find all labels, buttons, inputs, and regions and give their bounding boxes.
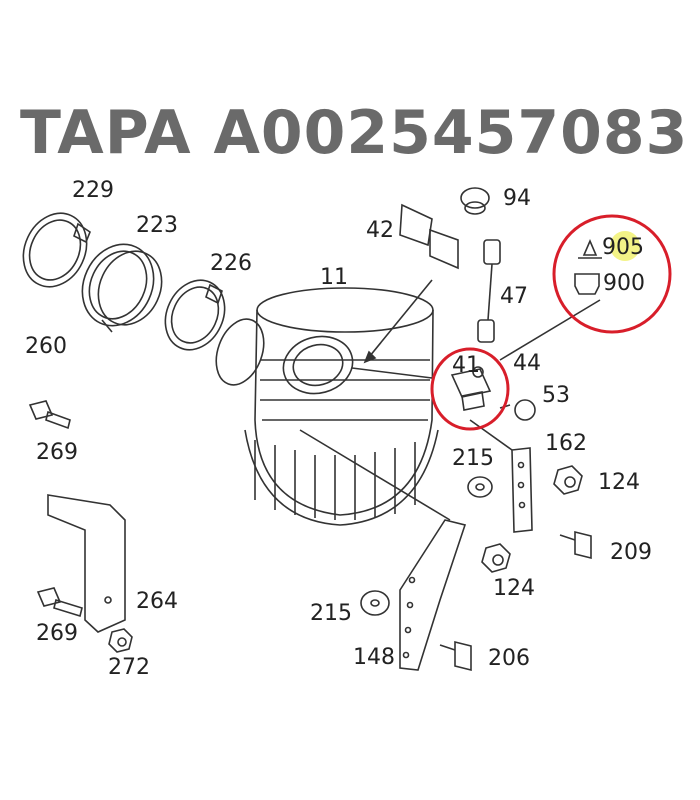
- label-905: 905: [602, 235, 644, 260]
- label-269-upper: 269: [36, 440, 78, 465]
- sleeve-223: [81, 243, 163, 333]
- label-215-upper: 215: [452, 446, 494, 471]
- highlight-circle-905-900: [552, 214, 672, 334]
- bolt-269-lower: [36, 587, 83, 618]
- label-94: 94: [503, 186, 531, 211]
- nut-124-lower: [481, 543, 511, 573]
- bracket-148: [299, 429, 467, 671]
- label-148: 148: [353, 645, 395, 670]
- label-11: 11: [320, 265, 348, 290]
- label-260: 260: [25, 334, 67, 359]
- bolt-206: [439, 640, 472, 672]
- bolt-209: [559, 530, 592, 560]
- connector-cable-47: [477, 239, 501, 343]
- label-47: 47: [500, 284, 528, 309]
- label-264: 264: [136, 589, 178, 614]
- label-41: 41: [452, 353, 480, 378]
- hose-clamp-226: [164, 279, 226, 351]
- label-162: 162: [545, 431, 587, 456]
- page-title: TAPA A0025457083: [20, 98, 689, 168]
- highlight-fill-905: [610, 231, 640, 261]
- nut-124-upper: [553, 465, 583, 495]
- label-209: 209: [610, 540, 652, 565]
- label-124-upper: 124: [598, 470, 640, 495]
- label-269-lower: 269: [36, 621, 78, 646]
- bolt-269-upper: [28, 400, 71, 430]
- label-223: 223: [136, 213, 178, 238]
- grommet-94: [460, 187, 490, 215]
- nut-272: [108, 628, 133, 653]
- label-229: 229: [72, 178, 114, 203]
- label-42: 42: [366, 218, 394, 243]
- label-124-lower: 124: [493, 576, 535, 601]
- washer-215-lower: [360, 590, 390, 616]
- label-206: 206: [488, 646, 530, 671]
- air-filter-housing-11: [215, 287, 439, 526]
- washer-215: [467, 476, 493, 498]
- hose-clamp-229: [22, 212, 91, 288]
- label-900: 900: [603, 271, 645, 296]
- label-53: 53: [542, 383, 570, 408]
- sensor-42: [363, 203, 459, 364]
- bracket-162: [469, 419, 533, 533]
- label-215-lower: 215: [310, 601, 352, 626]
- valve-41: [351, 299, 601, 411]
- label-226: 226: [210, 251, 252, 276]
- label-44: 44: [513, 351, 541, 376]
- bracket-264: [47, 494, 126, 633]
- label-272: 272: [108, 655, 150, 680]
- highlight-circle-41: [430, 347, 510, 431]
- symbol-905-900: [574, 238, 602, 295]
